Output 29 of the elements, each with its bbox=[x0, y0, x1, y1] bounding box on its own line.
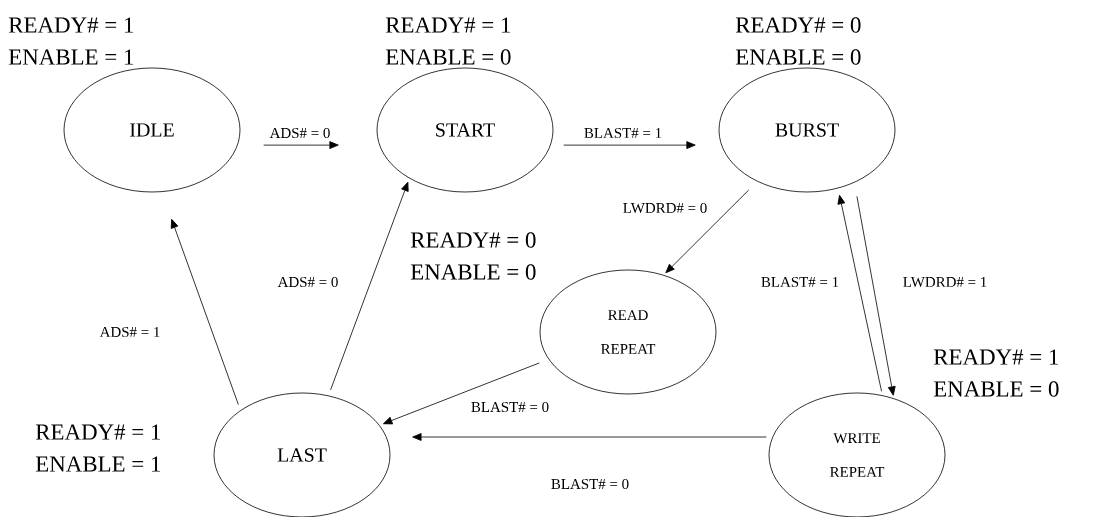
output-label: READY# = 1 bbox=[385, 17, 511, 33]
edge-label: BLAST# = 1 bbox=[582, 127, 664, 139]
arrow bbox=[383, 362, 540, 425]
edge-label: ADS# = 0 bbox=[268, 126, 332, 140]
edge-label: LWDRD# = 0 bbox=[621, 201, 709, 215]
arrow bbox=[330, 181, 409, 391]
edge-label: BLAST# = 1 bbox=[759, 276, 841, 288]
edge-label: BLAST# = 0 bbox=[469, 400, 551, 414]
arrow bbox=[837, 194, 882, 392]
output-label: ENABLE = 0 bbox=[410, 264, 536, 280]
output-label: READY# = 1 bbox=[933, 349, 1059, 365]
edge-label: LWDRD# = 1 bbox=[901, 275, 989, 289]
output-label: ENABLE = 0 bbox=[385, 49, 511, 65]
edge-label: BLAST# = 0 bbox=[549, 477, 631, 491]
arrow bbox=[412, 433, 767, 441]
output-label: ENABLE = 1 bbox=[35, 456, 161, 472]
edge-label: ADS# = 0 bbox=[276, 275, 340, 289]
edge-label: ADS# = 1 bbox=[98, 326, 162, 338]
arrow bbox=[856, 195, 896, 396]
arrow bbox=[263, 141, 339, 149]
arrow bbox=[170, 218, 239, 405]
output-label: READY# = 0 bbox=[735, 17, 861, 33]
arrow bbox=[563, 141, 696, 149]
arrow bbox=[665, 189, 750, 274]
output-label: ENABLE = 0 bbox=[735, 49, 861, 65]
output-label: READY# = 1 bbox=[8, 17, 134, 33]
output-label: READY# = 1 bbox=[35, 424, 161, 440]
output-label: ENABLE = 1 bbox=[8, 49, 134, 65]
output-label: READY# = 0 bbox=[410, 232, 536, 248]
